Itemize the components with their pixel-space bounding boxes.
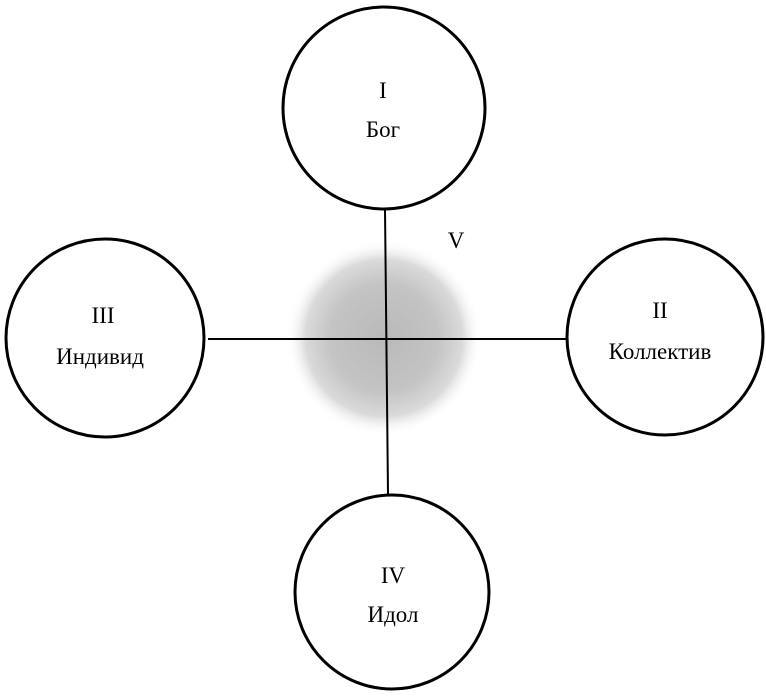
node-left-numeral: III [92,303,115,328]
vertical-axis-line [384,208,389,495]
node-right-label: Коллектив [609,339,712,364]
center-label: V [448,228,465,253]
node-right-circle [565,237,765,437]
node-left-circle [4,237,206,439]
node-top-label: Бог [366,117,400,142]
node-top-circle [281,5,487,211]
node-top-numeral: I [379,78,387,103]
node-bottom-label: Идол [368,602,419,627]
node-bottom-circle [293,493,491,691]
node-bottom-numeral: IV [381,563,406,588]
node-right-numeral: II [652,298,667,323]
node-left-label: Индивид [56,344,144,369]
